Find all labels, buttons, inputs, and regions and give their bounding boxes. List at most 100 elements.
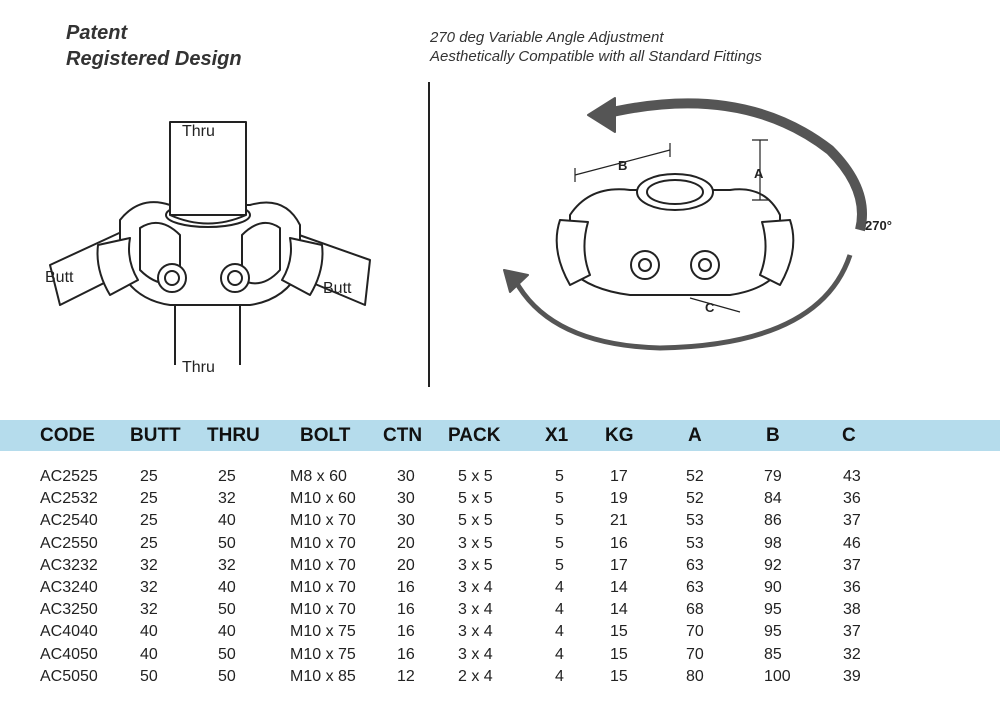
vertical-divider xyxy=(428,82,430,387)
cell-bolt: M10 x 70 xyxy=(290,556,356,574)
cell-ctn: 20 xyxy=(397,556,415,574)
cell-pack: 5 x 5 xyxy=(458,490,493,508)
cell-thru: 32 xyxy=(218,556,236,574)
cell-b: 86 xyxy=(764,512,782,530)
feature-heading-line2: Aesthetically Compatible with all Standa… xyxy=(430,48,762,65)
cell-thru: 50 xyxy=(218,645,236,663)
header-ctn: CTN xyxy=(383,425,423,446)
header-kg: KG xyxy=(605,425,634,446)
cell-b: 95 xyxy=(764,623,782,641)
header-butt: BUTT xyxy=(130,425,181,446)
cell-kg: 15 xyxy=(610,667,628,685)
cell-ctn: 16 xyxy=(397,578,415,596)
cell-bolt: M10 x 60 xyxy=(290,490,356,508)
cell-ctn: 12 xyxy=(397,667,415,685)
cell-bolt: M10 x 85 xyxy=(290,667,356,685)
cell-x1: 5 xyxy=(555,468,564,485)
cell-c: 39 xyxy=(843,667,861,685)
cell-bolt: M10 x 70 xyxy=(290,578,356,596)
cell-b: 95 xyxy=(764,601,782,619)
cell-b: 98 xyxy=(764,534,782,552)
cell-c: 37 xyxy=(843,556,861,574)
cell-thru: 32 xyxy=(218,490,236,508)
fitting-diagram-right: B A C 270° xyxy=(503,97,892,351)
butt-left-label: Butt xyxy=(45,269,74,286)
cell-c: 36 xyxy=(843,578,861,596)
header-pack: PACK xyxy=(448,425,501,446)
header-x1: X1 xyxy=(545,425,569,446)
feature-heading: 270 deg Variable Angle Adjustment Aesthe… xyxy=(430,28,762,66)
cell-thru: 40 xyxy=(218,578,236,596)
cell-thru: 25 xyxy=(218,468,236,485)
cell-b: 85 xyxy=(764,645,782,663)
header-code: CODE xyxy=(40,425,95,446)
cell-pack: 5 x 5 xyxy=(458,468,493,485)
cell-a: 63 xyxy=(686,556,704,574)
cell-a: 70 xyxy=(686,645,704,663)
cell-thru: 50 xyxy=(218,534,236,552)
header-a: A xyxy=(688,425,702,446)
cell-a: 52 xyxy=(686,490,704,508)
cell-code: AC5050 xyxy=(40,667,98,685)
cell-x1: 5 xyxy=(555,534,564,552)
cell-a: 53 xyxy=(686,512,704,530)
cell-butt: 25 xyxy=(140,534,158,552)
table-row: AC2540 25 40 M10 x 70 30 5 x 5 5 21 53 8… xyxy=(0,510,1000,532)
cell-x1: 4 xyxy=(555,667,564,685)
cell-b: 100 xyxy=(764,667,791,685)
cell-pack: 3 x 5 xyxy=(458,534,493,552)
cell-thru: 40 xyxy=(218,512,236,530)
cell-pack: 3 x 4 xyxy=(458,578,493,596)
cell-bolt: M10 x 70 xyxy=(290,512,356,530)
header-c: C xyxy=(842,425,856,446)
cell-b: 92 xyxy=(764,556,782,574)
dimension-c-label: C xyxy=(705,300,715,315)
header-thru: THRU xyxy=(207,425,260,446)
cell-ctn: 30 xyxy=(397,468,415,485)
cell-pack: 2 x 4 xyxy=(458,667,493,685)
header-bolt: BOLT xyxy=(300,425,351,446)
cell-c: 46 xyxy=(843,534,861,552)
patent-heading-line2: Registered Design xyxy=(66,48,242,70)
cell-kg: 15 xyxy=(610,645,628,663)
cell-thru: 50 xyxy=(218,601,236,619)
cell-butt: 40 xyxy=(140,645,158,663)
table-row: AC5050 50 50 M10 x 85 12 2 x 4 4 15 80 1… xyxy=(0,666,1000,688)
cell-c: 38 xyxy=(843,601,861,619)
cell-x1: 5 xyxy=(555,512,564,530)
angle-label: 270° xyxy=(865,218,892,233)
cell-thru: 50 xyxy=(218,667,236,685)
cell-butt: 25 xyxy=(140,468,158,485)
cell-butt: 32 xyxy=(140,556,158,574)
table-row: AC2525 25 25 M8 x 60 30 5 x 5 5 17 52 79… xyxy=(0,466,1000,488)
cell-pack: 3 x 4 xyxy=(458,645,493,663)
table-row: AC3240 32 40 M10 x 70 16 3 x 4 4 14 63 9… xyxy=(0,577,1000,599)
cell-kg: 15 xyxy=(610,623,628,641)
cell-pack: 3 x 4 xyxy=(458,601,493,619)
cell-ctn: 16 xyxy=(397,623,415,641)
cell-code: AC3240 xyxy=(40,578,98,596)
cell-code: AC2540 xyxy=(40,512,98,530)
cell-code: AC3232 xyxy=(40,556,98,574)
cell-code: AC2525 xyxy=(40,468,98,485)
header-b: B xyxy=(766,425,780,446)
cell-c: 36 xyxy=(843,490,861,508)
cell-kg: 16 xyxy=(610,534,628,552)
patent-heading-line1: Patent xyxy=(66,22,128,44)
cell-bolt: M10 x 75 xyxy=(290,645,356,663)
spec-table-header: CODE BUTT THRU BOLT CTN PACK X1 KG A B C xyxy=(0,420,1000,451)
cell-ctn: 16 xyxy=(397,601,415,619)
cell-kg: 17 xyxy=(610,468,628,485)
cell-kg: 21 xyxy=(610,512,628,530)
cell-code: AC2550 xyxy=(40,534,98,552)
cell-bolt: M10 x 75 xyxy=(290,623,356,641)
table-row: AC2532 25 32 M10 x 60 30 5 x 5 5 19 52 8… xyxy=(0,488,1000,510)
feature-heading-line1: 270 deg Variable Angle Adjustment xyxy=(430,29,664,46)
table-row: AC2550 25 50 M10 x 70 20 3 x 5 5 16 53 9… xyxy=(0,533,1000,555)
cell-b: 84 xyxy=(764,490,782,508)
fitting-diagram-left: Thru Thru Butt Butt xyxy=(45,121,371,376)
cell-a: 68 xyxy=(686,601,704,619)
table-row: AC4040 40 40 M10 x 75 16 3 x 4 4 15 70 9… xyxy=(0,621,1000,643)
cell-kg: 14 xyxy=(610,578,628,596)
cell-thru: 40 xyxy=(218,623,236,641)
